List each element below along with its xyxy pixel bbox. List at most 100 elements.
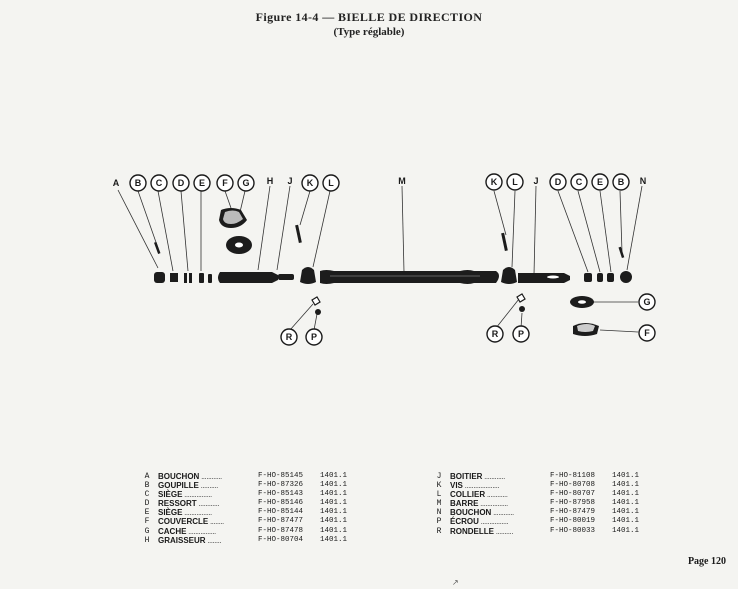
- part-name: COUVERCLE: [158, 517, 209, 527]
- part-letter: G: [144, 526, 150, 536]
- callout-F: F: [216, 174, 234, 192]
- leader-dots: ........: [205, 535, 222, 545]
- callout-M: M: [398, 176, 406, 186]
- part-name: COLLIER: [450, 490, 486, 500]
- part-code: 1401.1: [612, 508, 640, 517]
- callout-A: A: [113, 178, 120, 188]
- part-reference: F-HO-81108: [550, 472, 596, 480]
- callout-R: R: [280, 328, 298, 346]
- part-code: 1401.1: [612, 499, 640, 508]
- part-code: 1401.1: [320, 481, 348, 490]
- cache-hole: [235, 242, 243, 248]
- part-letter: A: [144, 472, 150, 481]
- boitier-hole: [547, 275, 559, 279]
- part-code: 1401.1: [320, 472, 348, 480]
- callout-J-right: J: [533, 176, 538, 186]
- callout-L: L: [322, 174, 340, 192]
- left-end-assembly: [154, 208, 321, 315]
- part-code: 1401.1: [320, 508, 348, 517]
- leader-dots: ....................: [462, 481, 500, 491]
- part-code: 1401.1: [320, 517, 348, 526]
- collier-part-right: [501, 267, 517, 284]
- svg-text:L: L: [512, 177, 518, 187]
- part-reference: F-HO-87478: [258, 526, 304, 535]
- part-code: 1401.1: [320, 526, 348, 535]
- part-reference: F-HO-87958: [550, 499, 596, 508]
- leader-dots: ................: [182, 508, 212, 518]
- part-letter: K: [436, 481, 442, 491]
- part-reference: F-HO-87326: [258, 481, 304, 490]
- vis-part-right: [501, 232, 508, 252]
- callout-G-right: G: [638, 293, 656, 311]
- part-name: BOITIER: [450, 472, 483, 481]
- callouts: A B C D E F G H J K L M K L J D C E B N …: [113, 173, 656, 346]
- part-code: 1401.1: [612, 472, 640, 480]
- callout-E: E: [193, 174, 211, 192]
- callout-E-right: E: [591, 173, 609, 191]
- leader-dots: ................: [186, 526, 216, 536]
- siege-2-part: [199, 273, 204, 283]
- page-number: Page 120: [687, 556, 726, 567]
- part-reference: F-HO-80708: [550, 481, 596, 490]
- collier-part: [300, 267, 316, 284]
- part-name: BOUCHON: [158, 472, 200, 481]
- part-reference: F-HO-87477: [258, 517, 304, 526]
- svg-text:B: B: [135, 178, 142, 188]
- part-letter: J: [436, 472, 442, 481]
- callout-H: H: [267, 176, 274, 186]
- callout-R-right: R: [486, 325, 504, 343]
- part-name: BOUCHON: [450, 508, 492, 518]
- part-letter: B: [144, 481, 150, 491]
- part-letter: C: [144, 490, 150, 500]
- svg-text:E: E: [199, 178, 205, 188]
- part-code: 1401.1: [320, 535, 348, 544]
- part-code: 1401.1: [612, 490, 640, 499]
- svg-text:C: C: [156, 178, 163, 188]
- svg-text:P: P: [518, 329, 524, 339]
- callout-N: N: [640, 176, 647, 186]
- leader-dots: ........: [208, 517, 224, 527]
- part-reference: F-HO-80707: [550, 490, 596, 499]
- callout-D: D: [172, 174, 190, 192]
- svg-text:B: B: [618, 177, 625, 187]
- part-reference: F-HO-80033: [550, 526, 596, 535]
- stray-mark: ↗: [452, 578, 459, 587]
- part-name: GOUPILLE: [158, 481, 199, 491]
- part-reference: F-HO-87479: [550, 508, 596, 517]
- svg-text:K: K: [491, 177, 498, 187]
- callout-K-right: K: [485, 173, 503, 191]
- callout-L-right: L: [506, 173, 524, 191]
- svg-text:K: K: [307, 178, 314, 188]
- callout-P-right: P: [512, 325, 530, 343]
- barre-part: [320, 270, 499, 284]
- vis-part: [295, 224, 302, 244]
- ressort-part: [184, 273, 192, 283]
- part-name: SIÈGE: [158, 490, 183, 500]
- goupille-part: [154, 241, 161, 254]
- callout-P: P: [305, 328, 323, 346]
- siege-part-right: [584, 273, 592, 282]
- svg-text:G: G: [242, 178, 249, 188]
- rondelle-part: [311, 296, 321, 306]
- part-name: ÉCROU: [450, 517, 479, 527]
- figure-subtitle: (Type réglable): [333, 26, 405, 38]
- svg-text:D: D: [555, 177, 562, 187]
- siege-part: [170, 273, 178, 282]
- part-letter: R: [436, 526, 442, 536]
- svg-text:L: L: [328, 178, 334, 188]
- callout-K: K: [301, 174, 319, 192]
- leader-dots: ................: [478, 499, 508, 509]
- right-end-assembly: [501, 232, 632, 336]
- leader-dots: ..........: [494, 526, 514, 536]
- leader-dots: ............: [491, 508, 514, 518]
- figure-title: Figure 14-4 — BIELLE DE DIRECTION: [255, 10, 483, 24]
- part-code: 1401.1: [320, 490, 348, 499]
- callout-B-right: B: [612, 173, 630, 191]
